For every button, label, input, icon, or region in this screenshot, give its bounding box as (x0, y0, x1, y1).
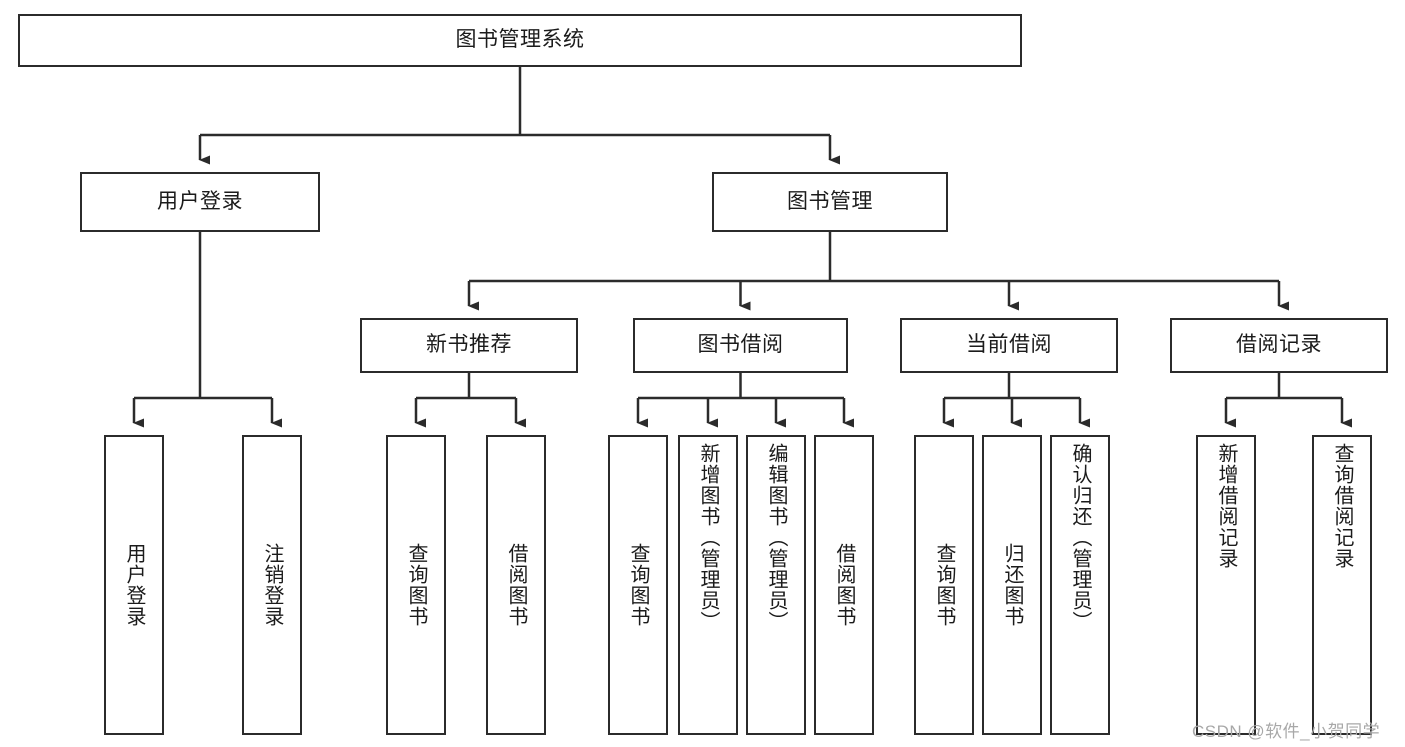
node-records[interactable]: 借阅记录 (1170, 318, 1388, 373)
node-newbook[interactable]: 新书推荐 (360, 318, 578, 373)
node-label: 新增借阅记录 (1215, 443, 1237, 569)
node-label: 查询图书 (627, 543, 649, 627)
node-current[interactable]: 当前借阅 (900, 318, 1118, 373)
node-l12[interactable]: 新增借阅记录 (1196, 435, 1256, 735)
node-l2[interactable]: 注销登录 (242, 435, 302, 735)
node-label: 图书管理 (787, 189, 873, 213)
watermark-label: CSDN @软件_小贺同学 (1192, 722, 1381, 741)
node-label: 新增图书（管理员） (697, 443, 719, 632)
node-label: 查询图书 (405, 543, 427, 627)
node-label: 图书管理系统 (455, 28, 585, 52)
node-label: 借阅图书 (833, 543, 855, 627)
node-label: 用户登录 (157, 189, 243, 213)
node-l7[interactable]: 编辑图书（管理员） (746, 435, 806, 735)
node-l6[interactable]: 新增图书（管理员） (678, 435, 738, 735)
node-l4[interactable]: 借阅图书 (486, 435, 546, 735)
node-label: 确认归还（管理员） (1069, 443, 1091, 632)
node-borrow[interactable]: 图书借阅 (633, 318, 848, 373)
node-l3[interactable]: 查询图书 (386, 435, 446, 735)
node-label: 注销登录 (261, 543, 283, 627)
node-label: 借阅图书 (505, 543, 527, 627)
node-l1[interactable]: 用户登录 (104, 435, 164, 735)
node-l8[interactable]: 借阅图书 (814, 435, 874, 735)
node-label: 新书推荐 (426, 333, 512, 357)
node-l5[interactable]: 查询图书 (608, 435, 668, 735)
node-label: 借阅记录 (1236, 333, 1322, 357)
node-label: 查询借阅记录 (1331, 443, 1353, 569)
node-l9[interactable]: 查询图书 (914, 435, 974, 735)
node-login[interactable]: 用户登录 (80, 172, 320, 232)
node-l11[interactable]: 确认归还（管理员） (1050, 435, 1110, 735)
node-label: 用户登录 (123, 543, 145, 627)
node-l10[interactable]: 归还图书 (982, 435, 1042, 735)
node-label: 归还图书 (1001, 543, 1023, 627)
node-root[interactable]: 图书管理系统 (18, 14, 1022, 67)
node-label: 图书借阅 (697, 333, 784, 357)
node-l13[interactable]: 查询借阅记录 (1312, 435, 1372, 735)
node-bookmgmt[interactable]: 图书管理 (712, 172, 948, 232)
node-label: 编辑图书（管理员） (765, 443, 787, 632)
node-label: 当前借阅 (966, 333, 1052, 357)
node-label: 查询图书 (933, 543, 955, 627)
